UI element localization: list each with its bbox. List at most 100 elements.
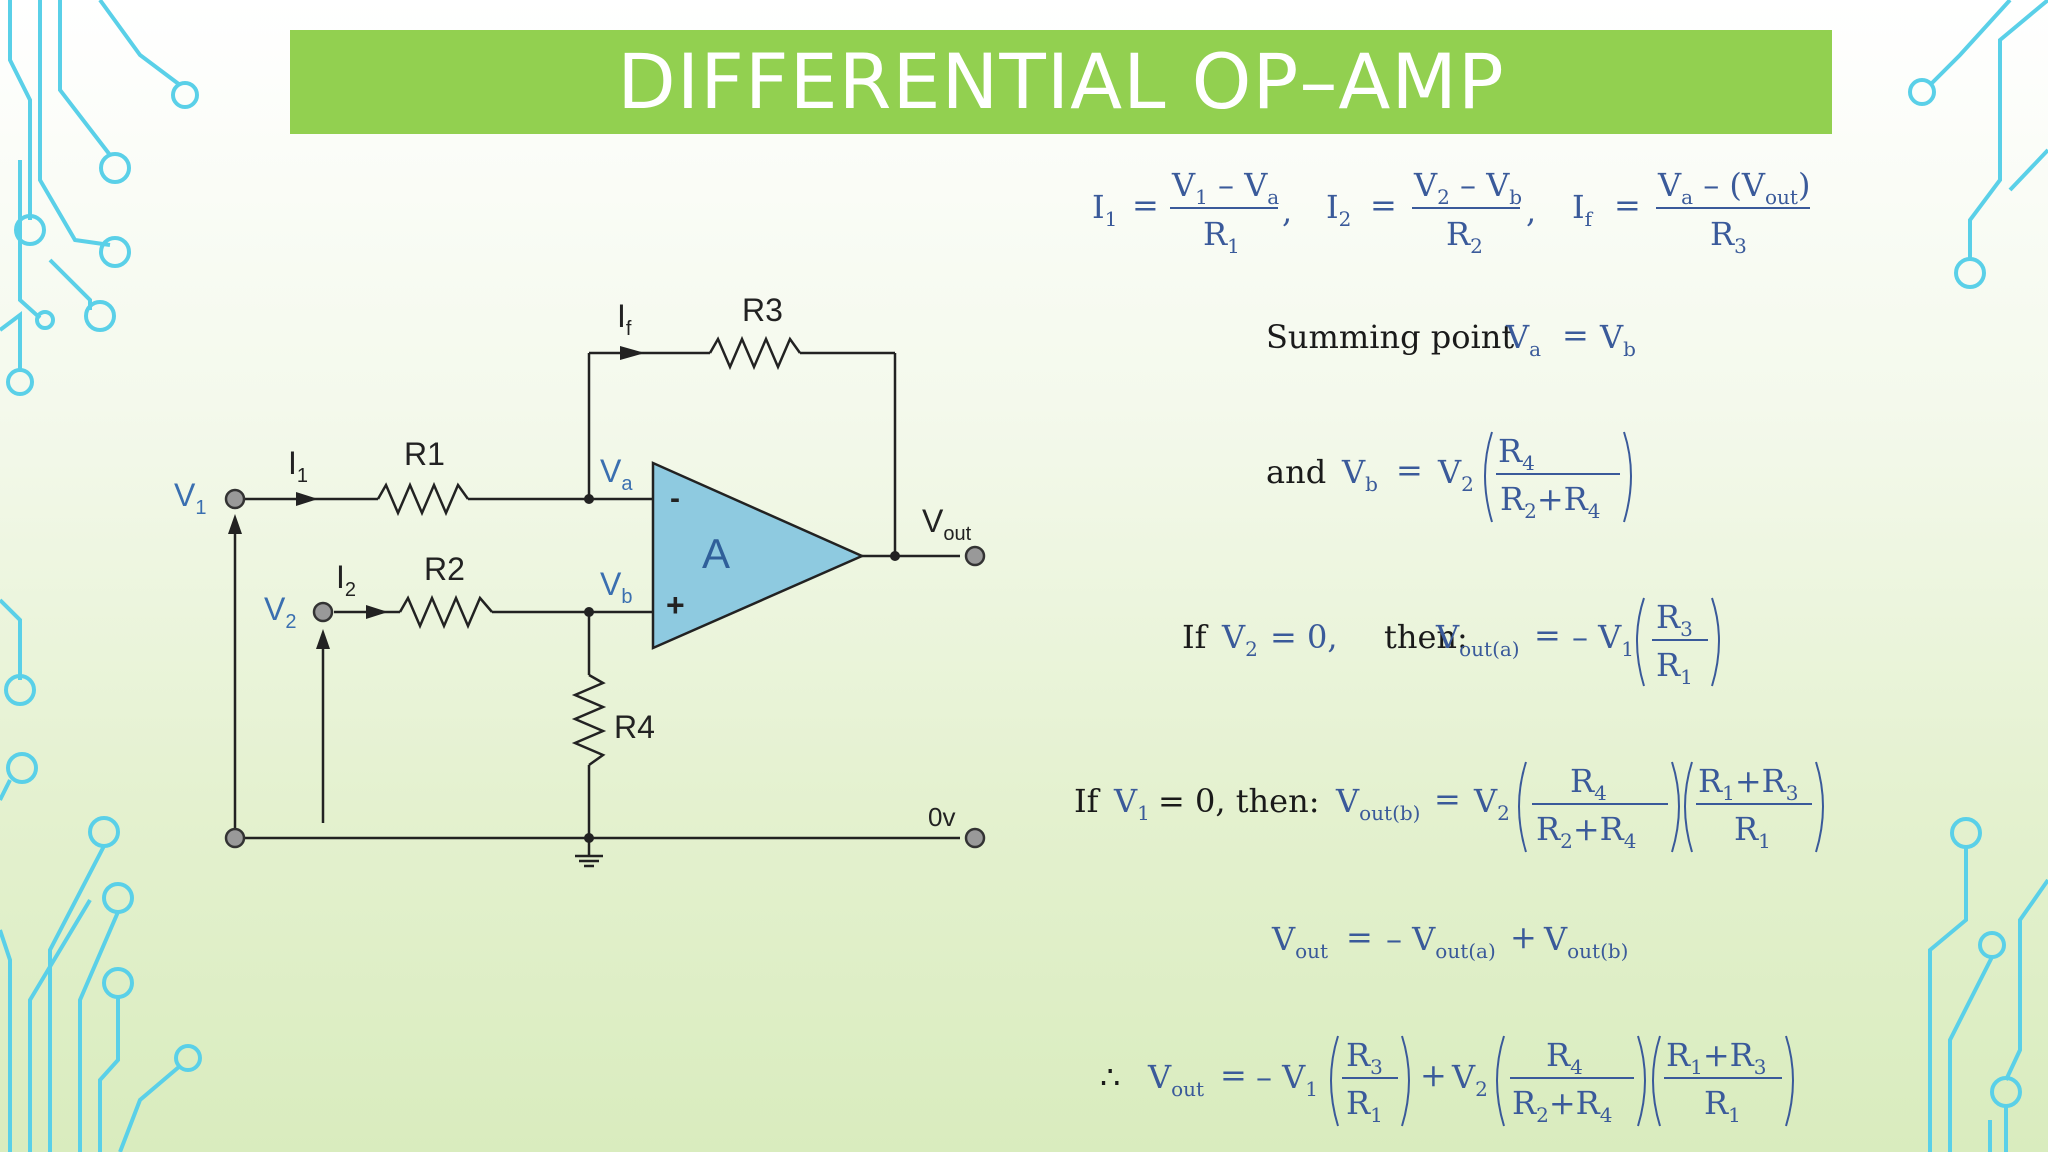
svg-text:then:: then:: [1384, 618, 1468, 656]
equation-summing-point: Summing point Va = Vb: [1266, 316, 1636, 361]
svg-text:Va – (Vout): Va – (Vout): [1657, 166, 1810, 209]
svg-text:=: =: [1396, 451, 1423, 489]
svg-text:Vout: Vout: [1147, 1058, 1204, 1101]
svg-text:V1: V1: [1113, 782, 1150, 825]
svg-text:= 0,: = 0,: [1270, 618, 1338, 656]
terminals: [224, 488, 986, 849]
svg-text:R1: R1: [1346, 1084, 1383, 1127]
resistor-r2: [398, 594, 493, 630]
equation-currents: I1 = V1 – Va R1 , I2 = V2 – Vb R2 , If =…: [1092, 166, 1810, 258]
svg-text:=: =: [1562, 316, 1589, 354]
svg-text:– Vout(a): – Vout(a): [1386, 920, 1496, 963]
svg-text:V2: V2: [1451, 1058, 1488, 1101]
label-r3: R3: [742, 292, 783, 328]
svg-text:I1: I1: [1092, 188, 1117, 231]
svg-text:R1: R1: [1656, 646, 1693, 689]
label-inverting: -: [670, 482, 680, 515]
label-if: If: [617, 298, 632, 340]
svg-text:R1: R1: [1203, 215, 1240, 258]
svg-text:Vout: Vout: [1271, 920, 1328, 963]
svg-text:=: =: [1220, 1056, 1247, 1094]
svg-text:R1+R3: R1+R3: [1698, 762, 1798, 805]
if-arrow: [620, 346, 645, 360]
svg-text:R3: R3: [1656, 598, 1693, 641]
svg-text:R3: R3: [1710, 215, 1747, 258]
label-i1: I1: [288, 445, 308, 487]
svg-text:If: If: [1182, 618, 1209, 656]
svg-text:R4: R4: [1570, 762, 1607, 805]
svg-text:+: +: [1420, 1056, 1447, 1094]
svg-text:R3: R3: [1346, 1036, 1383, 1079]
label-vb: Vb: [600, 566, 632, 608]
resistor-r4: [571, 673, 607, 767]
svg-text:R2: R2: [1446, 215, 1483, 258]
svg-text:Vout(b): Vout(b): [1335, 782, 1420, 825]
svg-text:– V1: – V1: [1572, 618, 1634, 661]
label-i2: I2: [336, 559, 356, 601]
svg-text:Vb: Vb: [1341, 453, 1378, 496]
circuit-wires: [233, 335, 960, 868]
svg-text:R4: R4: [1498, 432, 1535, 475]
svg-text:R1: R1: [1704, 1084, 1741, 1127]
svg-text:=: =: [1534, 616, 1561, 654]
i2-arrow: [366, 605, 388, 619]
equation-vout-a: If V2 = 0, then: Vout(a) = – V1 R3 R1: [1182, 597, 1720, 689]
v1-arrow: [228, 514, 242, 534]
svg-text:= 0, then:: = 0, then:: [1158, 782, 1319, 820]
i1-arrow: [296, 492, 318, 506]
slide-title: DIFFERENTIAL OP–AMP: [617, 37, 1505, 126]
opamp-triangle: [651, 461, 866, 650]
resistor-r3: [708, 335, 802, 371]
svg-text:V2 – Vb: V2 – Vb: [1413, 166, 1522, 209]
svg-text:V2: V2: [1473, 782, 1510, 825]
svg-text:V2: V2: [1221, 618, 1258, 661]
svg-text:and: and: [1266, 453, 1326, 491]
equation-vout-sum: Vout = – Vout(a) + Vout(b): [1271, 918, 1628, 963]
svg-text:– V1: – V1: [1256, 1058, 1318, 1101]
svg-text:=: =: [1132, 186, 1159, 224]
svg-text:R1+R3: R1+R3: [1666, 1036, 1766, 1079]
arrowheads: [228, 346, 645, 649]
svg-text:R2+R4: R2+R4: [1500, 480, 1600, 523]
svg-text:,: ,: [1282, 192, 1292, 230]
svg-text:Va: Va: [1505, 318, 1541, 361]
svg-text:V1 – Va: V1 – Va: [1171, 166, 1279, 209]
svg-text:=: =: [1370, 186, 1397, 224]
title-banner: DIFFERENTIAL OP–AMP: [290, 30, 1832, 134]
svg-text:,: ,: [1526, 192, 1536, 230]
label-r2: R2: [424, 551, 465, 587]
equation-vout-b: If V1 = 0, then: Vout(b) = V2 R4 R2+R4 R…: [1074, 761, 1824, 853]
svg-text:R2+R4: R2+R4: [1536, 810, 1636, 853]
label-r4: R4: [614, 709, 655, 745]
svg-text:Vout(a): Vout(a): [1435, 618, 1520, 661]
label-noninverting: +: [666, 587, 685, 623]
v2-arrow: [316, 629, 330, 649]
label-zero-v: 0v: [928, 802, 955, 832]
svg-text:=: =: [1346, 918, 1373, 956]
svg-text:If: If: [1074, 782, 1101, 820]
equation-final: ∴ Vout = – V1 R3 R1 + V2 R4 R2+R4 R1+R3 …: [1100, 1035, 1794, 1127]
svg-text:=: =: [1614, 186, 1641, 224]
svg-text:Vout(b): Vout(b): [1543, 920, 1628, 963]
label-r1: R1: [404, 436, 445, 472]
svg-text:Vb: Vb: [1599, 318, 1636, 361]
svg-text:R4: R4: [1546, 1036, 1583, 1079]
label-va: Va: [600, 453, 633, 495]
label-vout: Vout: [922, 503, 972, 545]
resistor-r1: [376, 481, 470, 517]
svg-text:If: If: [1572, 188, 1594, 231]
equation-vb: and Vb = V2 R4 R2+R4: [1266, 431, 1632, 523]
svg-text:+: +: [1510, 918, 1537, 956]
label-amp: A: [702, 530, 730, 577]
svg-text:∴: ∴: [1100, 1058, 1120, 1096]
svg-text:I2: I2: [1326, 188, 1351, 231]
svg-text:=: =: [1434, 780, 1461, 818]
svg-text:R1: R1: [1734, 810, 1771, 853]
svg-text:R2+R4: R2+R4: [1512, 1084, 1612, 1127]
label-v1: V1: [174, 477, 206, 519]
label-v2: V2: [264, 591, 296, 633]
svg-text:V2: V2: [1437, 453, 1474, 496]
